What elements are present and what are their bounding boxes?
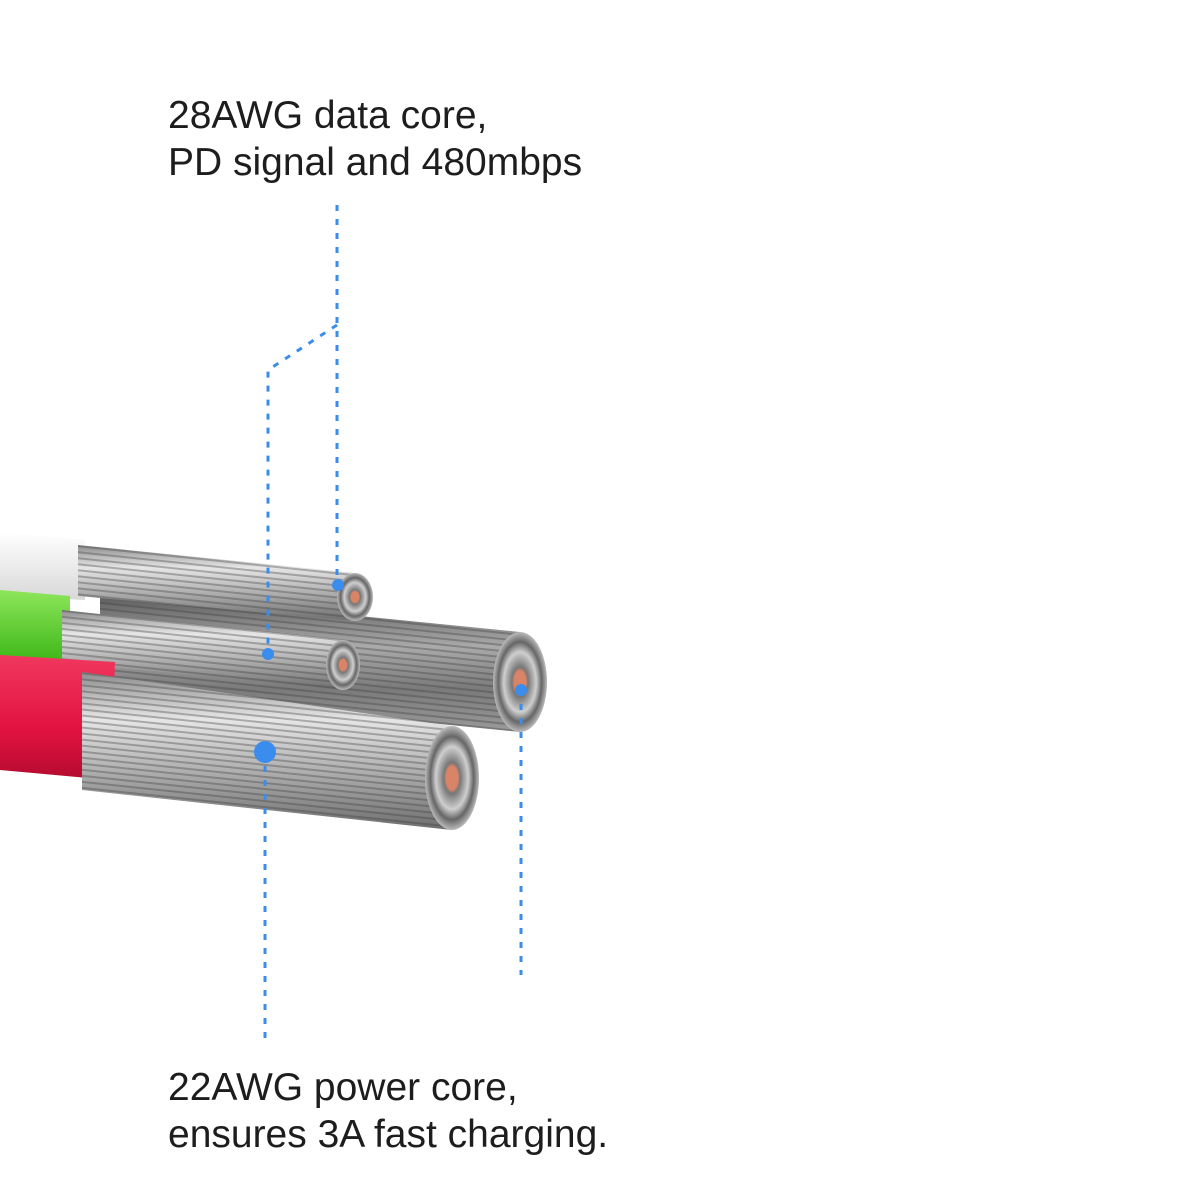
marker-dot xyxy=(515,684,527,696)
data-wire-top xyxy=(78,545,373,621)
power-core-line1: 22AWG power core, xyxy=(168,1066,518,1109)
marker-dots xyxy=(254,579,527,763)
data-core-annotation: 28AWG data core, PD signal and 480mbps xyxy=(168,92,582,186)
marker-dot xyxy=(332,579,344,591)
white-jacket xyxy=(0,532,85,600)
marker-dot xyxy=(254,741,276,763)
leader-lines xyxy=(263,205,523,1042)
data-wire-middle xyxy=(62,610,360,690)
green-jacket xyxy=(0,590,70,660)
data-core-line1: 28AWG data core, xyxy=(168,94,488,137)
marker-dot xyxy=(262,648,274,660)
power-core-annotation: 22AWG power core, ensures 3A fast chargi… xyxy=(168,1064,608,1158)
data-core-line2: PD signal and 480mbps xyxy=(168,141,583,184)
power-core-line2: ensures 3A fast charging. xyxy=(168,1113,609,1156)
